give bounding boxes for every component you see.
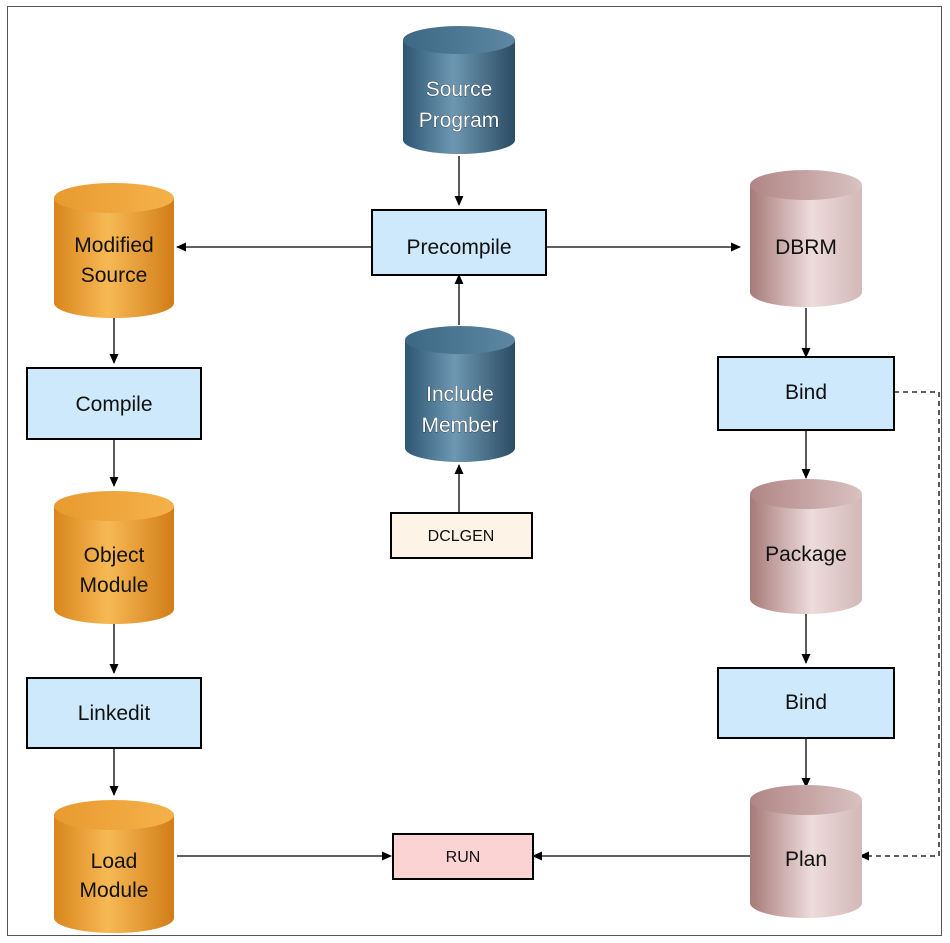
process-dclgen: DCLGEN bbox=[390, 512, 533, 559]
bind-plan-label: Bind bbox=[785, 691, 827, 714]
include-member-line2: Member bbox=[421, 414, 498, 437]
connectors bbox=[109, 156, 940, 861]
object-module-line2: Module bbox=[80, 574, 149, 597]
load-module-line2: Module bbox=[80, 879, 149, 902]
cylinder-package: Package bbox=[750, 479, 862, 614]
process-compile: Compile bbox=[26, 367, 202, 440]
dbrm-label: DBRM bbox=[775, 236, 837, 259]
modified-source-line2: Source bbox=[81, 264, 148, 287]
cylinder-dbrm: DBRM bbox=[750, 170, 862, 307]
diagram-frame bbox=[7, 6, 942, 936]
process-bind-plan: Bind bbox=[717, 667, 895, 739]
source-program-line1: Source bbox=[426, 78, 493, 101]
bind-package-label: Bind bbox=[785, 381, 827, 404]
precompile-label: Precompile bbox=[406, 236, 511, 259]
process-linkedit: Linkedit bbox=[26, 677, 202, 749]
cylinder-plan: Plan bbox=[750, 785, 862, 918]
include-member-line1: Include bbox=[426, 383, 494, 406]
cylinder-include-member: Include Member bbox=[405, 326, 515, 462]
load-module-line1: Load bbox=[91, 850, 138, 873]
cylinder-source-program: Source Program bbox=[403, 26, 515, 154]
plan-label: Plan bbox=[785, 848, 827, 871]
source-program-line2: Program bbox=[419, 109, 500, 132]
process-run: RUN bbox=[392, 833, 534, 880]
cylinder-object-module: Object Module bbox=[54, 491, 174, 624]
cylinder-load-module: Load Module bbox=[54, 800, 174, 933]
package-label: Package bbox=[765, 543, 847, 566]
modified-source-line1: Modified bbox=[74, 234, 153, 257]
object-module-line1: Object bbox=[84, 544, 145, 567]
compile-label: Compile bbox=[75, 393, 152, 416]
process-precompile: Precompile bbox=[371, 209, 547, 276]
cylinder-modified-source: Modified Source bbox=[54, 183, 174, 318]
run-label: RUN bbox=[446, 849, 481, 866]
linkedit-label: Linkedit bbox=[78, 702, 151, 725]
process-bind-package: Bind bbox=[717, 356, 895, 431]
dashed-arrow-bind-to-plan bbox=[859, 391, 940, 861]
dclgen-label: DCLGEN bbox=[428, 528, 495, 545]
